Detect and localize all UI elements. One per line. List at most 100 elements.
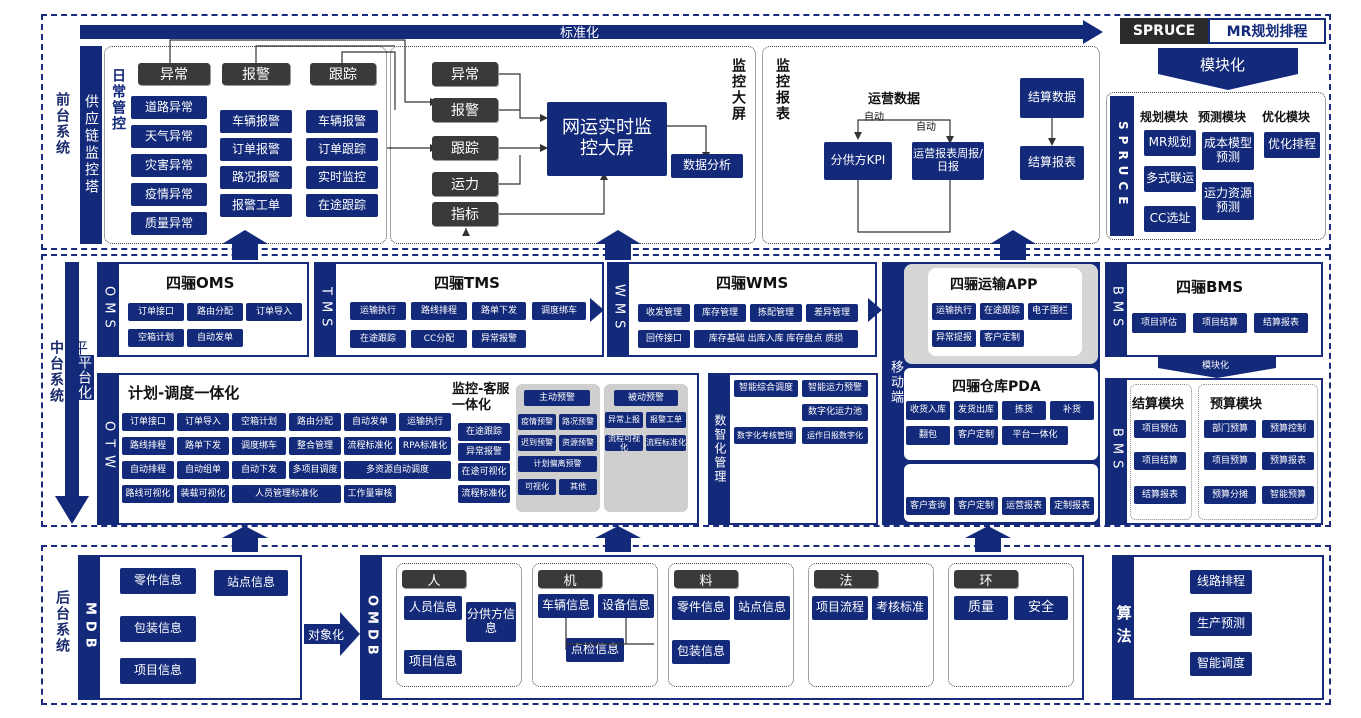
env-item: 安全: [1014, 596, 1068, 620]
track-item: 在途跟踪: [306, 194, 378, 217]
tower-label: 供应链监控塔: [83, 94, 100, 196]
bms-bar: BMS: [1105, 262, 1127, 357]
oms-item: 空箱计划: [128, 329, 184, 347]
algo-item: 智能调度: [1190, 652, 1252, 676]
report-panel: [762, 46, 1100, 244]
mobile-label: 移动端: [888, 360, 903, 405]
plan-item: CC选址: [1144, 206, 1196, 232]
wms-to-mobile-arrow: [868, 298, 882, 322]
tms-item: 调度绑车: [532, 302, 586, 320]
pda-item: 补货: [1050, 401, 1094, 420]
active-warning-item: 其他: [559, 479, 597, 495]
wms-item: 收发管理: [638, 304, 690, 322]
daily-tab-exception: 异常: [138, 63, 210, 85]
mr-title: MR规划排程: [1208, 18, 1326, 44]
otw-item: 多项目调度: [289, 461, 341, 479]
passive-warning-item: 流程可视化: [605, 434, 643, 452]
pda-item: 发货出库: [954, 401, 998, 420]
settle-module-item: 项目结算: [1134, 452, 1186, 470]
material-item: 零件信息: [672, 596, 730, 620]
bms-item: 结算报表: [1254, 313, 1308, 333]
pda-item: 客户定制: [954, 426, 998, 445]
machine-item: 车辆信息: [538, 594, 594, 618]
otw-item: 自动下发: [232, 461, 286, 479]
optimize-title: 优化模块: [1262, 110, 1311, 124]
digital-bar: 数智化管理: [708, 373, 730, 525]
material-group: [668, 563, 794, 687]
otw-item: 整合管理: [289, 437, 341, 455]
digital-item: 数字化运力池: [802, 404, 868, 421]
machine-item: 设备信息: [598, 594, 654, 618]
bms-item: 项目结算: [1193, 313, 1247, 333]
active-warning-item: 迟到预警: [518, 435, 556, 451]
otw-item: 订单导入: [177, 413, 229, 431]
up-arrows-top: [222, 230, 1036, 260]
otw-item: 工作量审核: [344, 485, 396, 503]
spruce-logo: SPRUCE: [1120, 18, 1208, 44]
otw-item: 调度绑车: [232, 437, 286, 455]
passive-warning-title: 被动预警: [614, 390, 678, 406]
daily-title: 日常管控: [110, 68, 126, 132]
budget-module-item: 预算报表: [1262, 452, 1314, 470]
method-tag: 法: [814, 570, 878, 589]
budget-module-item: 项目预算: [1204, 452, 1256, 470]
pda-item: 拣货: [1002, 401, 1046, 420]
mobile-bottom-item: 定制报表: [1050, 497, 1094, 515]
platform-arrow: [55, 262, 89, 524]
oms-bar-text: OMS: [101, 285, 117, 334]
wms-bar-text: WMS: [611, 284, 627, 335]
forecast-item: 成本模型预测: [1202, 132, 1254, 170]
material-tag: 料: [674, 570, 738, 589]
middle-layer-label: 中台系统: [48, 340, 64, 404]
env-group: [948, 563, 1074, 687]
up-arrows-middle: [222, 526, 1011, 552]
digital-item: 智能运力预警: [802, 380, 868, 397]
otw-item: 路线可视化: [122, 485, 174, 503]
back-layer-frame: [41, 545, 1331, 705]
cs-item: 流程标准化: [458, 485, 510, 503]
auto-label: 自动: [916, 122, 936, 133]
front-layer-label: 前台系统: [54, 92, 70, 156]
pda-item: 收货入库: [906, 401, 950, 420]
screen-input: 指标: [432, 202, 498, 226]
tms-bar: TMS: [314, 262, 336, 357]
mdb-bar-text: MDB: [82, 601, 98, 654]
tms-item: CC分配: [411, 330, 467, 348]
app-item: 异常提报: [932, 330, 976, 347]
material-item: 站点信息: [734, 596, 790, 620]
oms-item: 自动发单: [187, 329, 243, 347]
omdb-bar: OMDB: [360, 555, 382, 700]
tms-to-wms-arrow: [590, 298, 604, 322]
digital-label: 数智化管理: [712, 414, 727, 484]
forecast-title: 预测模块: [1198, 110, 1247, 124]
exception-item: 疫情异常: [131, 183, 207, 206]
exception-item: 灾害异常: [131, 154, 207, 177]
oms-item: 路由分配: [187, 303, 243, 321]
tms-item: 异常报警: [472, 330, 526, 348]
otw-item: 自动排程: [122, 461, 174, 479]
app-item: 客户定制: [980, 330, 1024, 347]
otw-item: 自动组单: [177, 461, 229, 479]
people-tag: 人: [402, 570, 466, 589]
objectify-label: 对象化: [308, 628, 345, 642]
budget-module-title: 预算模块: [1210, 397, 1263, 412]
alarm-item: 车辆报警: [220, 110, 292, 133]
forecast-item: 运力资源预测: [1202, 182, 1254, 220]
mobile-bottom-item: 客户定制: [954, 497, 998, 515]
settle-module-title: 结算模块: [1132, 397, 1185, 412]
algo-bar-text: 算法: [1114, 604, 1133, 651]
back-layer-label: 后台系统: [54, 590, 70, 654]
data-analysis: 数据分析: [671, 154, 743, 178]
active-warning-title: 主动预警: [524, 390, 590, 406]
mdb-item: 零件信息: [120, 568, 196, 594]
plan-item: 多式联运: [1144, 166, 1196, 192]
bms-item: 项目评估: [1132, 313, 1186, 333]
oms-item: 订单接口: [128, 303, 184, 321]
machine-connector: [565, 618, 654, 650]
active-warning-item: 路况预警: [559, 414, 597, 430]
settle-module-panel: [1130, 384, 1192, 520]
auto-label: 自动: [864, 112, 884, 123]
otw-item: 自动发单: [344, 413, 396, 431]
exception-item: 质量异常: [131, 212, 207, 235]
daily-tab-alarm: 报警: [222, 63, 290, 85]
